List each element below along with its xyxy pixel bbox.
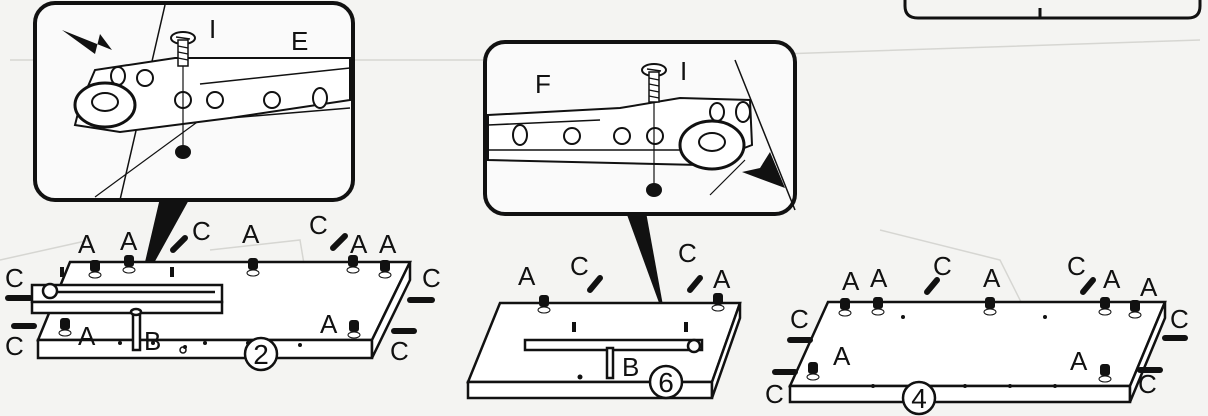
cam-fittings-middle (537, 293, 725, 332)
svg-text:A: A (713, 264, 731, 294)
svg-text:A: A (78, 229, 96, 259)
svg-text:B: B (622, 352, 639, 382)
panel-left-letters: A A C A C A A C C A B C A C (5, 210, 441, 366)
svg-text:A: A (1103, 264, 1121, 294)
svg-text:A: A (833, 341, 851, 371)
screw-icon (641, 63, 667, 103)
panel-right-dots (871, 315, 1057, 388)
svg-text:A: A (120, 226, 138, 256)
dowels-right (772, 277, 1188, 375)
svg-text:A: A (78, 321, 96, 351)
pins-left (60, 267, 174, 277)
step-badge-left: 2 (243, 336, 279, 372)
svg-text:C: C (5, 331, 24, 361)
svg-text:C: C (192, 216, 211, 246)
svg-text:C: C (933, 251, 952, 281)
svg-text:A: A (1070, 346, 1088, 376)
callout-middle-screw-label: I (680, 56, 687, 86)
svg-text:A: A (870, 263, 888, 293)
panel-right-letters: A A C A C A A C C A A C C (765, 251, 1189, 409)
panel-middle (466, 301, 742, 400)
svg-text:A: A (242, 219, 260, 249)
svg-text:C: C (390, 336, 409, 366)
step-label-right: 4 (911, 383, 927, 414)
direction-arrow-icon (62, 30, 112, 54)
svg-text:A: A (518, 261, 536, 291)
dowels-left (5, 233, 435, 334)
svg-text:C: C (765, 379, 784, 409)
svg-text:A: A (842, 266, 860, 296)
callout-middle-part-label: F (535, 69, 551, 99)
svg-text:C: C (790, 304, 809, 334)
step-badge-middle: 6 (648, 364, 684, 400)
svg-text:A: A (983, 263, 1001, 293)
svg-text:C: C (422, 263, 441, 293)
cam-fittings-left (58, 255, 392, 339)
panel-middle-letters: A C C A B (518, 238, 731, 382)
svg-text:A: A (379, 229, 397, 259)
cam-fittings-right (806, 297, 1142, 383)
callout-left: I E (33, 1, 355, 292)
svg-text:C: C (309, 210, 328, 240)
svg-text:C: C (678, 238, 697, 268)
panel-left-dots (118, 341, 302, 354)
svg-text:A: A (350, 229, 368, 259)
callout-middle: F I (483, 40, 797, 322)
panel-right (788, 300, 1167, 404)
svg-text:B: B (144, 326, 161, 356)
svg-text:C: C (5, 263, 24, 293)
svg-text:A: A (320, 309, 338, 339)
svg-text:C: C (1138, 369, 1157, 399)
callout-left-screw-label: I (209, 14, 216, 44)
svg-text:C: C (1067, 251, 1086, 281)
step-badge-right: 4 (901, 380, 937, 416)
svg-text:A: A (1140, 272, 1158, 302)
callout-left-part-label: E (291, 26, 308, 56)
top-right-frame-corner (903, 0, 1202, 20)
panel-left (30, 260, 412, 360)
dowels-middle (587, 275, 703, 293)
svg-text:C: C (1170, 304, 1189, 334)
step-label-middle: 6 (658, 367, 674, 398)
step-label-left: 2 (253, 339, 269, 370)
callout-middle-pointer (626, 212, 666, 322)
direction-arrow-icon (742, 152, 785, 188)
svg-text:C: C (570, 251, 589, 281)
